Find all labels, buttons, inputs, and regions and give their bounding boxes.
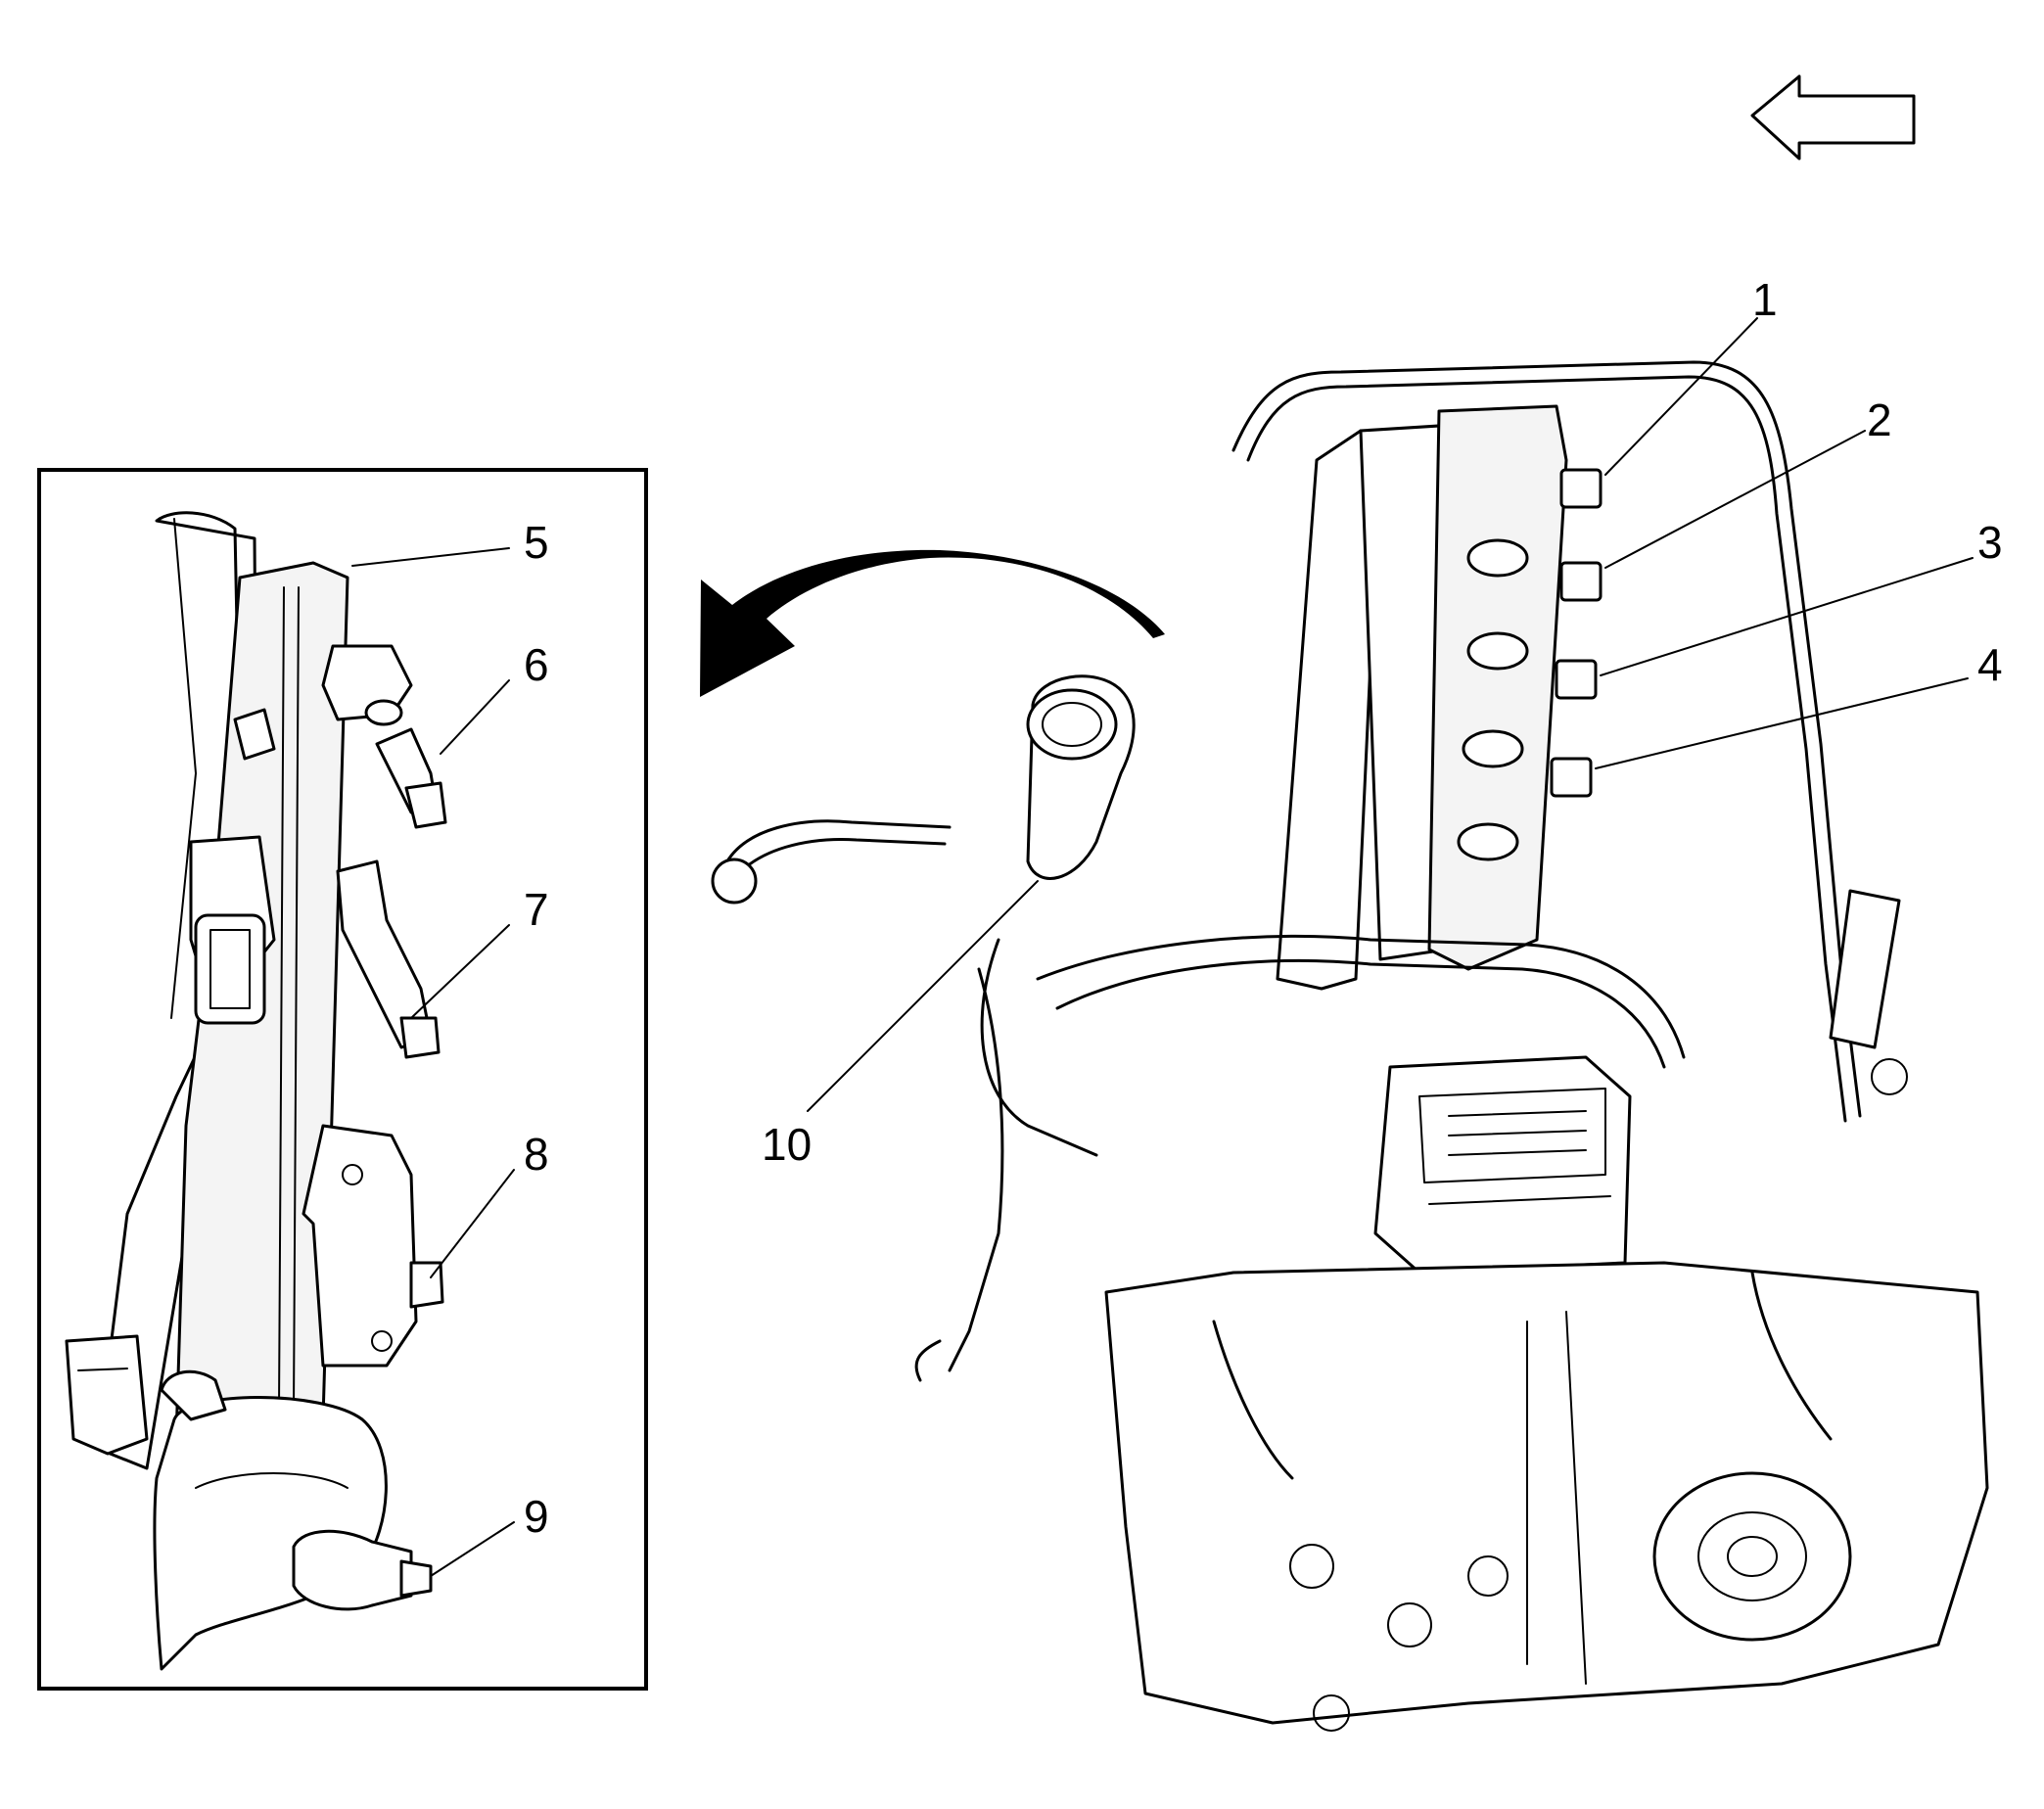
callout-9: 9 xyxy=(524,1491,549,1542)
engine-assembly xyxy=(711,360,1989,1732)
callout-1: 1 xyxy=(1752,274,1778,325)
direction-arrow-icon xyxy=(1750,74,1916,161)
leader-lines xyxy=(351,317,1974,1577)
callout-3: 3 xyxy=(1977,517,2003,568)
removal-arrow-icon xyxy=(700,549,1165,697)
callout-10: 10 xyxy=(762,1119,812,1170)
callout-2: 2 xyxy=(1867,394,1892,445)
callout-5: 5 xyxy=(524,517,549,568)
callout-6: 6 xyxy=(524,639,549,690)
fuel-rail-detail xyxy=(65,511,447,1671)
callout-8: 8 xyxy=(524,1129,549,1180)
callout-4: 4 xyxy=(1977,639,2003,690)
callout-7: 7 xyxy=(524,884,549,935)
detail-inset-frame xyxy=(37,468,648,1691)
